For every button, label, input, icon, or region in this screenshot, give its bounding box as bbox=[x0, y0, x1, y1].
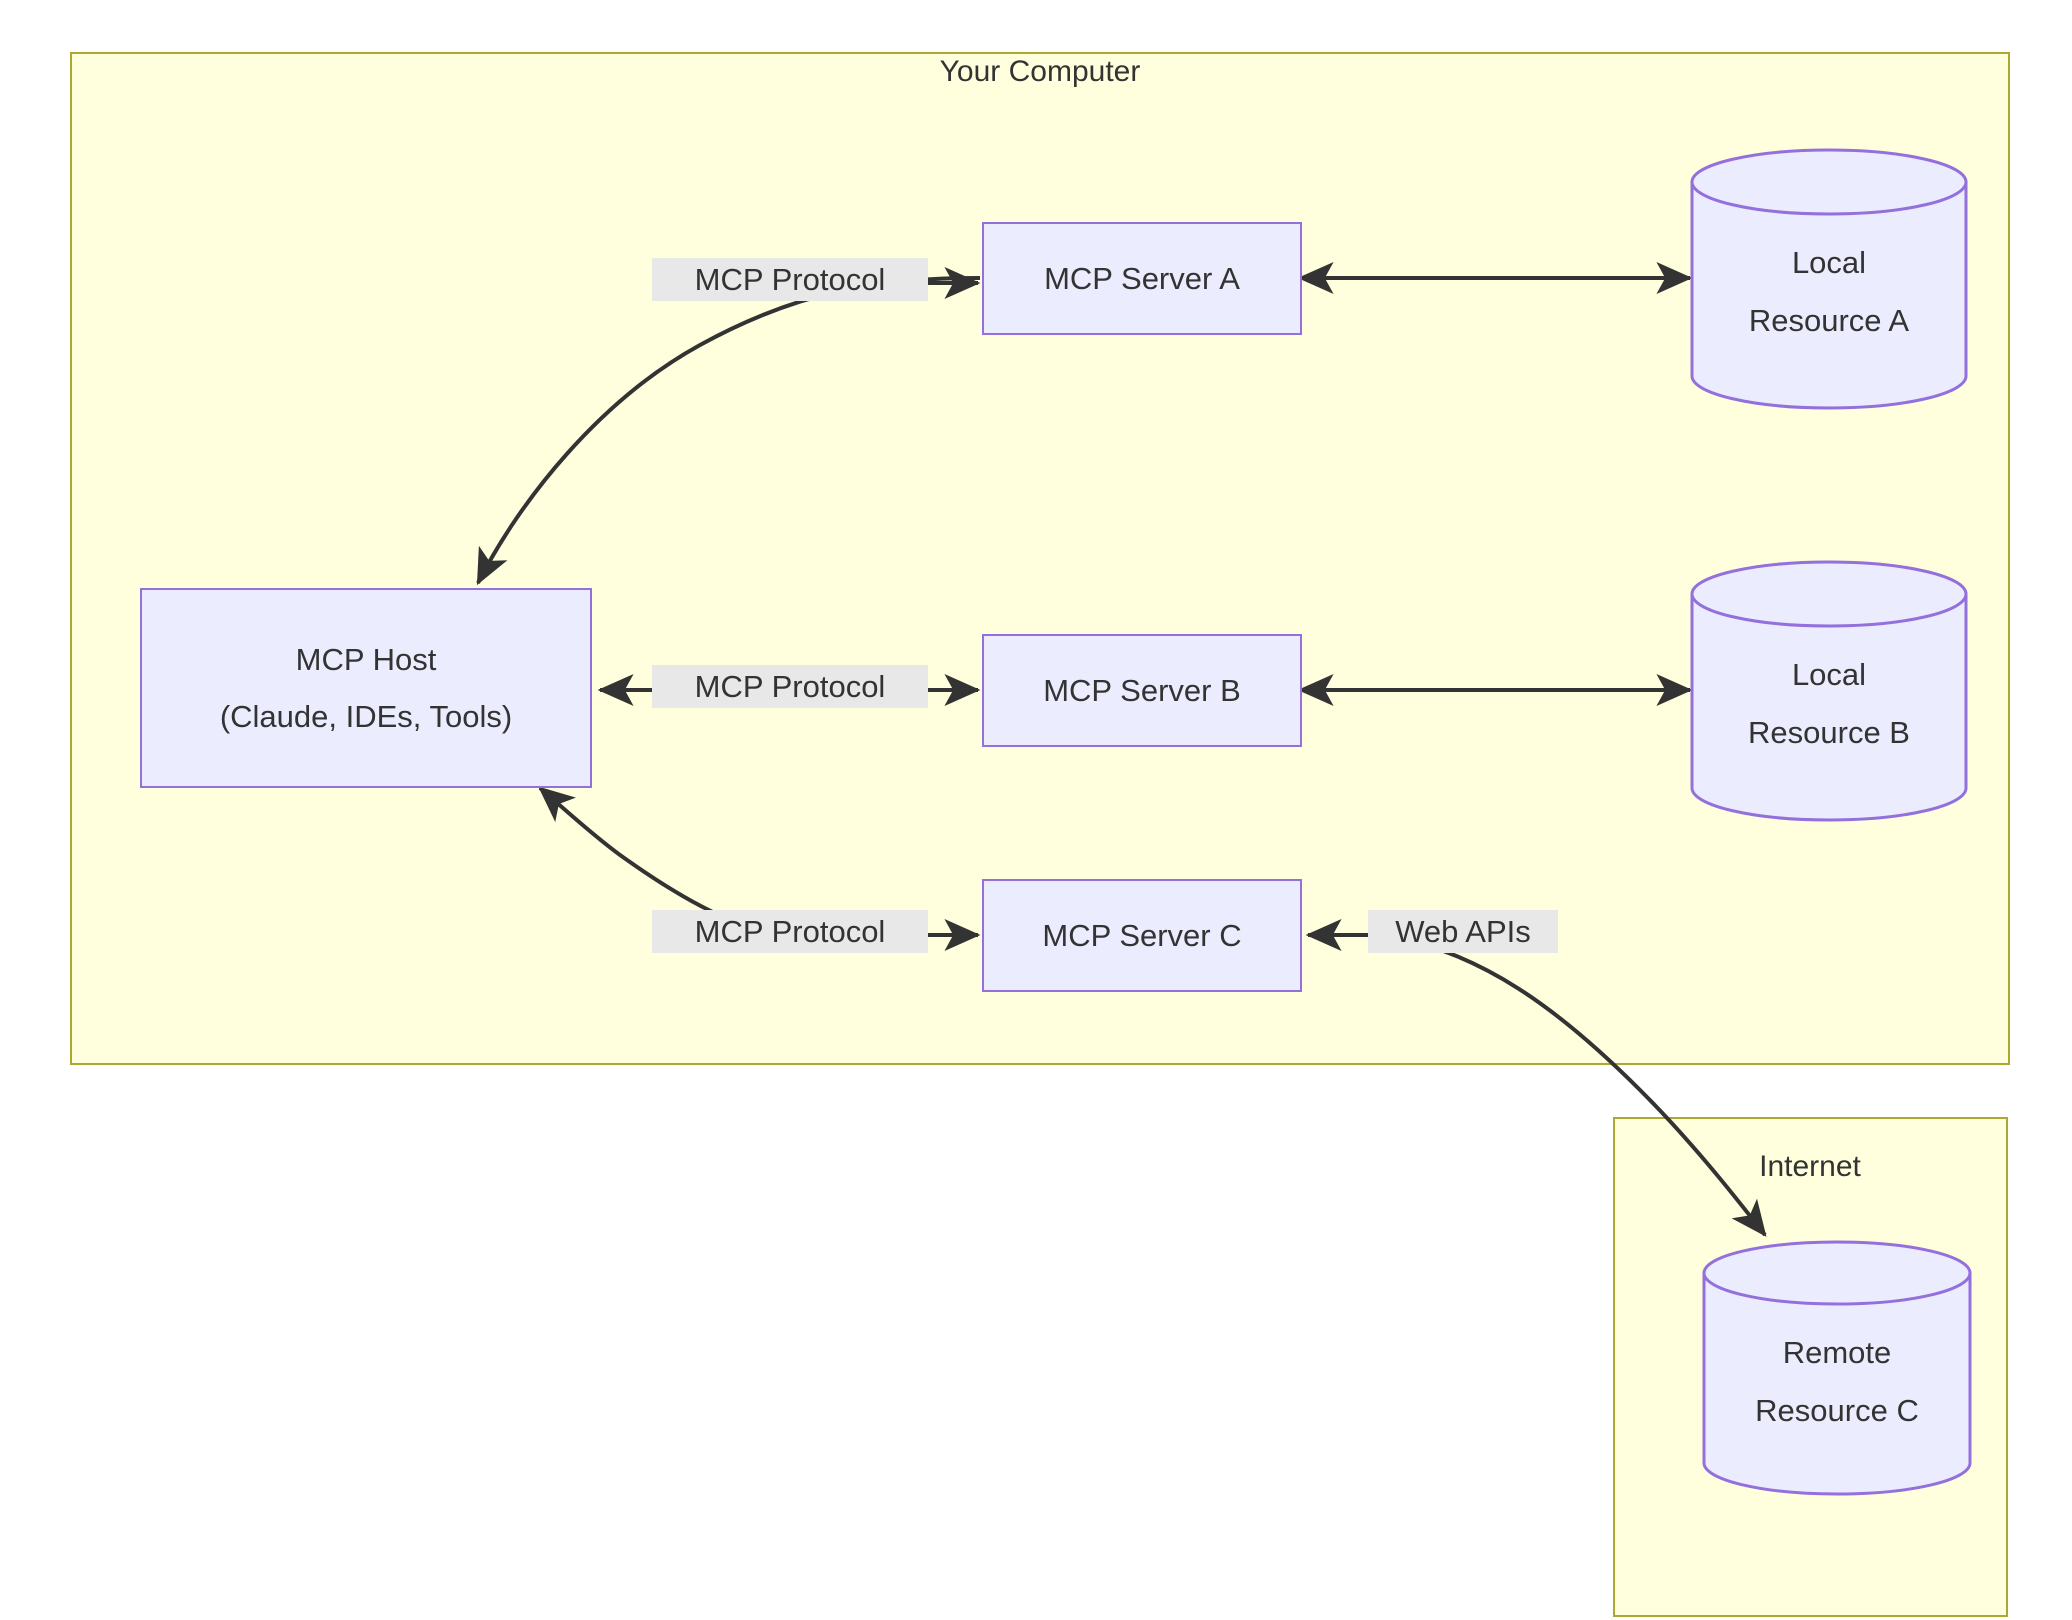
edge-server-c-to-remote-c bbox=[1305, 919, 1767, 1237]
node-local-resource-b-line-2: Resource B bbox=[1748, 715, 1910, 750]
node-mcp-host-line-1: MCP Host bbox=[295, 641, 437, 677]
cylinder-shape bbox=[1690, 148, 1968, 410]
node-mcp-host-line-2: (Claude, IDEs, Tools) bbox=[219, 699, 513, 734]
node-local-resource-a-line-1: Local bbox=[1791, 245, 1867, 280]
node-mcp-host[interactable]: MCP Host (Claude, IDEs, Tools) bbox=[140, 588, 592, 788]
node-remote-resource-c-line-1: Remote bbox=[1782, 1335, 1892, 1370]
node-mcp-server-b[interactable]: MCP Server B bbox=[982, 634, 1302, 747]
subgraph-internet-title: Internet bbox=[1759, 1150, 1861, 1183]
edge-label-mcp-protocol-a: MCP Protocol bbox=[652, 258, 928, 302]
node-mcp-server-a[interactable]: MCP Server A bbox=[982, 222, 1302, 335]
node-mcp-server-a-label: MCP Server A bbox=[1044, 260, 1240, 296]
edge-label-mcp-protocol-c: MCP Protocol bbox=[652, 910, 928, 954]
subgraph-your-computer-title: Your Computer bbox=[939, 55, 1141, 88]
edge-label-mcp-protocol-b: MCP Protocol bbox=[652, 665, 928, 709]
node-remote-resource-c-line-2: Resource C bbox=[1755, 1393, 1919, 1428]
node-local-resource-b-line-1: Local bbox=[1791, 657, 1867, 692]
node-local-resource-b[interactable]: Local Resource B bbox=[1690, 560, 1968, 822]
edge-label-web-apis: Web APIs bbox=[1368, 910, 1558, 954]
node-local-resource-a[interactable]: Local Resource A bbox=[1690, 148, 1968, 410]
node-local-resource-a-line-2: Resource A bbox=[1748, 303, 1910, 338]
node-mcp-server-b-label: MCP Server B bbox=[1043, 672, 1241, 708]
node-mcp-server-c[interactable]: MCP Server C bbox=[982, 879, 1302, 992]
cylinder-shape bbox=[1702, 1240, 1972, 1496]
cylinder-shape bbox=[1690, 560, 1968, 822]
node-mcp-server-c-label: MCP Server C bbox=[1042, 917, 1242, 953]
edge-host-to-server-a bbox=[476, 267, 981, 586]
node-remote-resource-c[interactable]: Remote Resource C bbox=[1702, 1240, 1972, 1496]
